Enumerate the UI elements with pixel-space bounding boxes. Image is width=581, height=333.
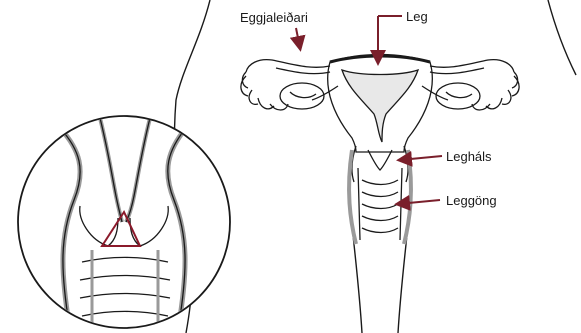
left-ovary (280, 83, 324, 109)
right-ovary (436, 83, 480, 109)
inset-circle (18, 116, 230, 328)
uterine-cavity (342, 70, 418, 142)
body-outline (174, 0, 576, 333)
label-vagina: Leggöng (446, 194, 497, 207)
pointer-arrows (296, 16, 442, 204)
arrow-fallopian-tube (296, 28, 300, 48)
magnified-inset (18, 116, 230, 330)
label-fallopian-tube: Eggjaleiðari (240, 11, 308, 24)
body-right-contour (548, 0, 576, 75)
label-uterus: Leg (406, 10, 428, 23)
uterus-fundus (330, 56, 430, 62)
uterus-drawing (241, 55, 519, 153)
arrow-vagina (398, 200, 440, 204)
label-cervix: Legháls (446, 150, 492, 163)
